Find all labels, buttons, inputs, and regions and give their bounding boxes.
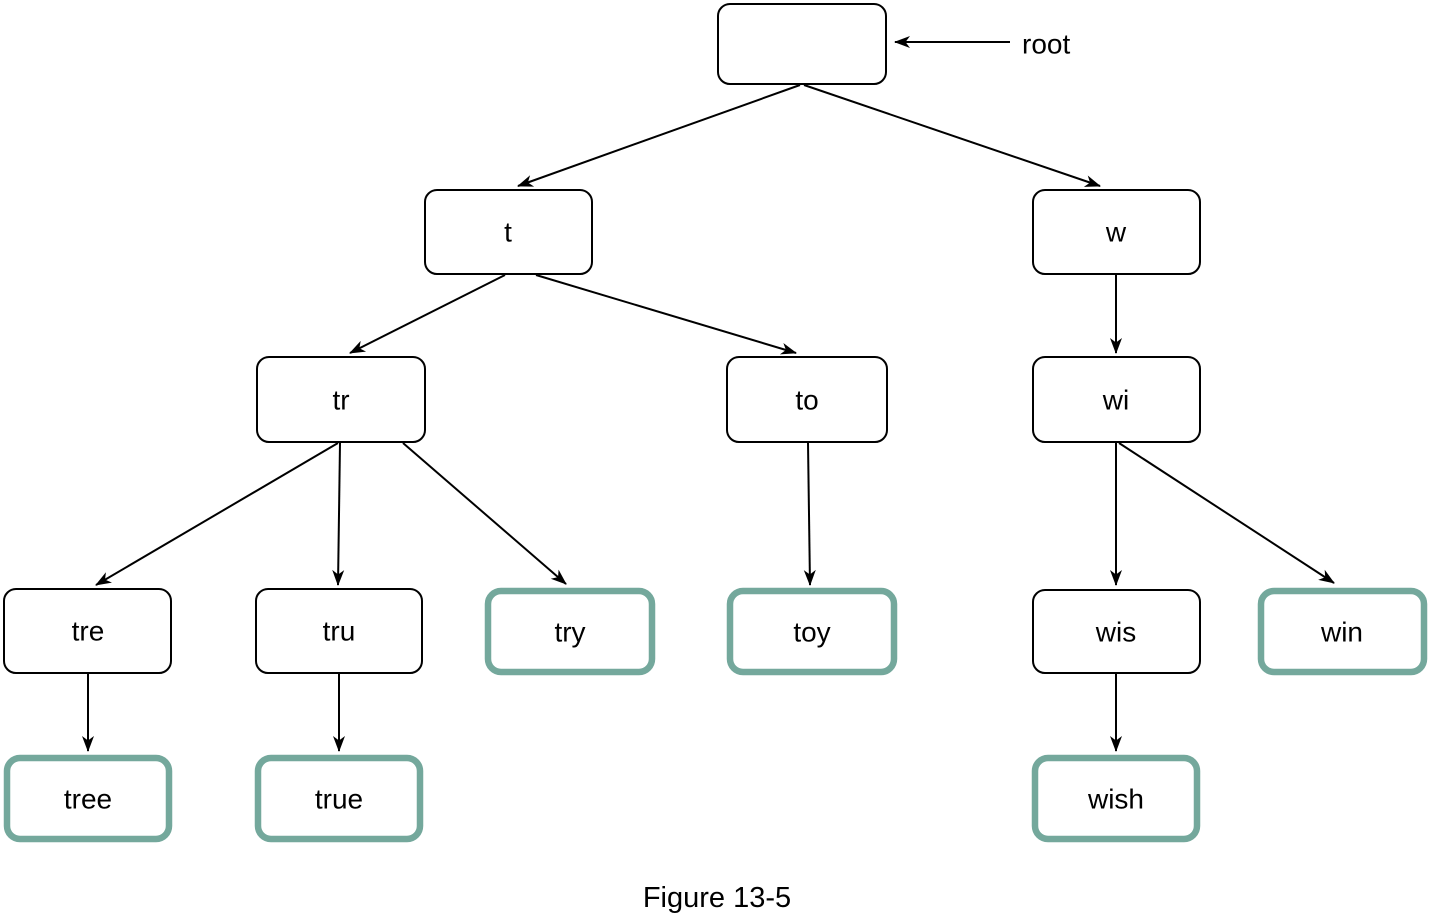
edge-root-t	[517, 84, 801, 187]
edge-to-toy	[803, 442, 816, 586]
edge-tr-tru	[332, 442, 345, 586]
node-box-wish	[1031, 754, 1201, 843]
trie-node-w: w	[1032, 189, 1201, 275]
trie-node-tru: tru	[255, 588, 423, 674]
node-box-toy	[726, 587, 898, 676]
node-box-root	[717, 3, 887, 85]
edge-wi-win	[1118, 442, 1335, 584]
trie-node-root	[717, 3, 887, 85]
node-label-to: to	[795, 385, 818, 416]
trie-node-tr: tr	[256, 356, 426, 443]
node-label-toy: toy	[793, 617, 830, 648]
figure-caption: Figure 13-5	[643, 882, 791, 914]
node-label-try: try	[554, 617, 585, 648]
trie-node-tree: tree	[3, 754, 173, 843]
edge-t-tr	[349, 274, 506, 354]
node-box-to	[726, 356, 888, 443]
node-box-true	[254, 754, 424, 843]
node-label-wish: wish	[1087, 784, 1144, 815]
trie-node-to: to	[726, 356, 888, 443]
node-label-wi: wi	[1102, 385, 1129, 416]
node-label-tre: tre	[72, 616, 105, 647]
node-label-tru: tru	[323, 616, 356, 647]
node-box-wi	[1032, 356, 1201, 443]
node-label-wis: wis	[1095, 617, 1136, 648]
trie-node-try: try	[484, 587, 656, 676]
trie-node-toy: toy	[726, 587, 898, 676]
edge-tr-try	[402, 442, 567, 585]
trie-node-wis: wis	[1032, 589, 1201, 674]
trie-node-true: true	[254, 754, 424, 843]
trie-node-win: win	[1257, 587, 1428, 676]
node-label-tr: tr	[332, 385, 349, 416]
trie-node-tre: tre	[3, 588, 172, 674]
node-box-tree	[3, 754, 173, 843]
root-pointer-label: root	[1022, 29, 1070, 60]
node-box-t	[424, 189, 593, 275]
edge-root-w	[803, 84, 1101, 187]
node-box-tr	[256, 356, 426, 443]
node-box-wis	[1032, 589, 1201, 674]
node-label-tree: tree	[64, 784, 112, 815]
edge-t-to	[535, 274, 797, 355]
node-box-w	[1032, 189, 1201, 275]
trie-node-wi: wi	[1032, 356, 1201, 443]
node-label-t: t	[504, 217, 512, 248]
edge-tr-tre	[95, 442, 339, 586]
node-label-true: true	[315, 784, 363, 815]
trie-node-t: t	[424, 189, 593, 275]
node-label-w: w	[1105, 217, 1127, 248]
node-box-try	[484, 587, 656, 676]
node-label-win: win	[1320, 617, 1363, 648]
node-box-tre	[3, 588, 172, 674]
node-box-tru	[255, 588, 423, 674]
trie-node-wish: wish	[1031, 754, 1201, 843]
node-box-win	[1257, 587, 1428, 676]
